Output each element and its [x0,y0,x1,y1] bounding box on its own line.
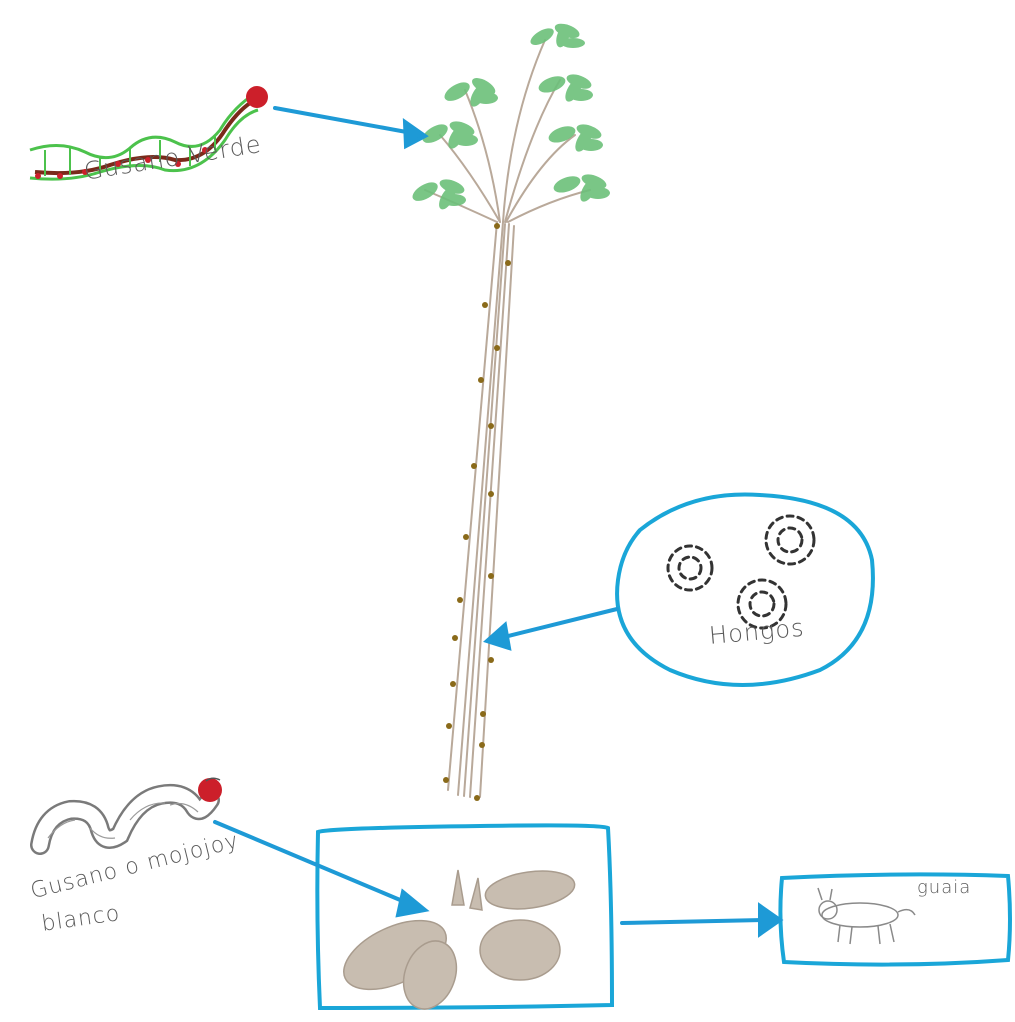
guaia-animal-icon [818,888,915,944]
grub-head [198,778,222,802]
trunk-dots [443,223,511,801]
fungus-icon [668,516,814,628]
white-grub-icon [40,778,222,845]
arrow-head-4 [760,906,780,934]
fruit-box [317,825,612,1016]
label-guaia: guaia [917,877,971,898]
arrow-caterpillar-to-leaves [275,108,412,133]
caterpillar-head [246,86,268,108]
arrow-fungus-to-trunk [500,609,617,638]
arrow-grub-to-fruit [215,822,412,905]
guaia-box [780,874,1010,964]
arrow-fruit-to-guaia [622,920,765,923]
arrows [215,108,780,934]
palm-tree-icon [409,21,610,801]
palm-leaves [409,21,610,212]
hongos-bubble [617,494,873,685]
arrow-head-3 [398,892,425,915]
arrow-head-1 [405,122,425,146]
